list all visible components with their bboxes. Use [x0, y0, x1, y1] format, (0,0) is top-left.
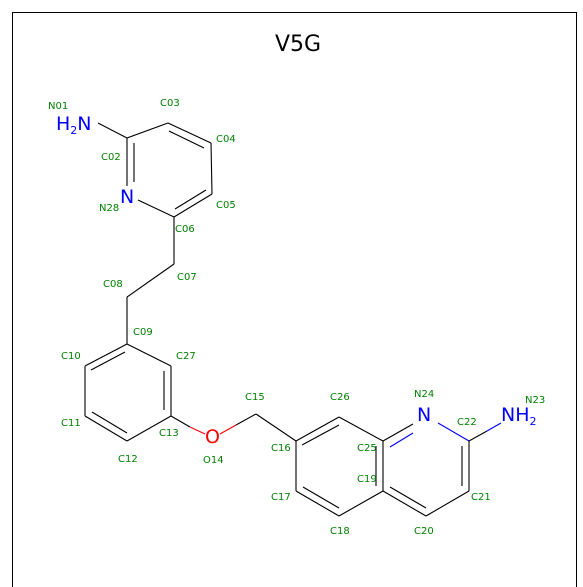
bond-o14-c15-a [219, 424, 237, 435]
amine-right-symbol: NH2 [501, 404, 537, 428]
atom-label-c18: C18 [330, 526, 350, 537]
bond-c18-c17-double [302, 486, 340, 509]
atom-label-c05: C05 [216, 200, 236, 211]
bond-c20-c19 [382, 490, 427, 517]
atom-label-c03: C03 [160, 98, 180, 109]
atom-label-c25: C25 [357, 443, 377, 454]
atom-label-n01: N01 [48, 101, 68, 112]
atom-label-c21: C21 [471, 492, 491, 503]
bond-o14-c15-b [235, 413, 257, 426]
atom-label-c17: C17 [271, 492, 291, 503]
ether-oxygen-symbol: O [205, 426, 220, 448]
bond-layer [84, 122, 502, 517]
atom-label-c13: C13 [159, 428, 179, 439]
atom-label-c07: C07 [177, 272, 197, 283]
atom-label-c19: C19 [357, 474, 377, 485]
quinoline-nitrogen-symbol: N [417, 404, 431, 426]
diagram-frame [12, 12, 577, 587]
bond-c09-c10-double [90, 351, 126, 371]
bond-c03-c04-double [168, 130, 205, 149]
bond-n24-c22 [437, 422, 470, 442]
atom-label-c08: C08 [103, 279, 123, 290]
pyridine-nitrogen-symbol: N [120, 186, 134, 208]
bond-c12-c13 [126, 415, 172, 442]
bond-c11-c12 [84, 415, 128, 442]
atom-label-c11: C11 [61, 418, 81, 429]
bond-c20-c19-double [389, 486, 427, 509]
atom-label-c20: C20 [414, 526, 434, 537]
bond-c21-c20 [425, 490, 470, 517]
molecule-title: V5G [275, 32, 321, 57]
bond-c02-c03 [126, 122, 169, 139]
atom-label-c26: C26 [330, 392, 350, 403]
bond-c15-c16 [255, 413, 297, 442]
bond-c06-n28 [137, 199, 175, 218]
atom-label-n23: N23 [525, 395, 545, 406]
bond-c16-c26-double [301, 424, 340, 446]
bond-c16-c26 [295, 416, 340, 442]
bond-c09-c10 [84, 343, 128, 367]
bond-c26-c25 [338, 416, 384, 442]
atom-label-n24: N24 [414, 389, 434, 400]
atom-label-o14: O14 [203, 455, 224, 466]
amine-left-symbol: H2N [56, 113, 92, 137]
bond-c04-c05 [210, 142, 213, 195]
atom-label-c06: C06 [175, 224, 195, 235]
bond-c13-o14-b [189, 426, 206, 435]
bond-c25-n24 [382, 423, 414, 442]
atom-label-n28: N28 [99, 203, 119, 214]
bond-c22-n23-a [468, 430, 488, 442]
atom-label-c22: C22 [457, 417, 477, 428]
bond-c03-c04 [167, 122, 212, 144]
atom-label-c16: C16 [271, 443, 291, 454]
bond-c13-o14-a [170, 415, 191, 428]
bond-c27-c09 [126, 343, 172, 367]
atom-label-c12: C12 [118, 454, 138, 465]
bond-n01-c02 [97, 122, 128, 139]
bond-c25-n24-double [389, 432, 414, 448]
atom-label-c27: C27 [176, 351, 196, 362]
bond-c22-n23-b [486, 422, 502, 432]
atom-label-c04: C04 [216, 134, 236, 145]
bond-c11-c12-double [91, 411, 128, 434]
atom-label-c10: C10 [61, 351, 81, 362]
bond-c19-c18 [338, 490, 384, 517]
atom-label-c15: C15 [245, 392, 265, 403]
bond-c05-c06 [173, 193, 213, 218]
atom-label-c09: C09 [133, 327, 153, 338]
atom-label-c02: C02 [101, 152, 121, 163]
bond-c07-c08 [126, 263, 175, 298]
atom-label-layer: N01 C02 C03 C04 C05 C06 C07 C08 C09 C10 … [48, 98, 545, 537]
bond-c05-c06-double [174, 189, 207, 210]
bond-c18-c17 [295, 490, 340, 517]
